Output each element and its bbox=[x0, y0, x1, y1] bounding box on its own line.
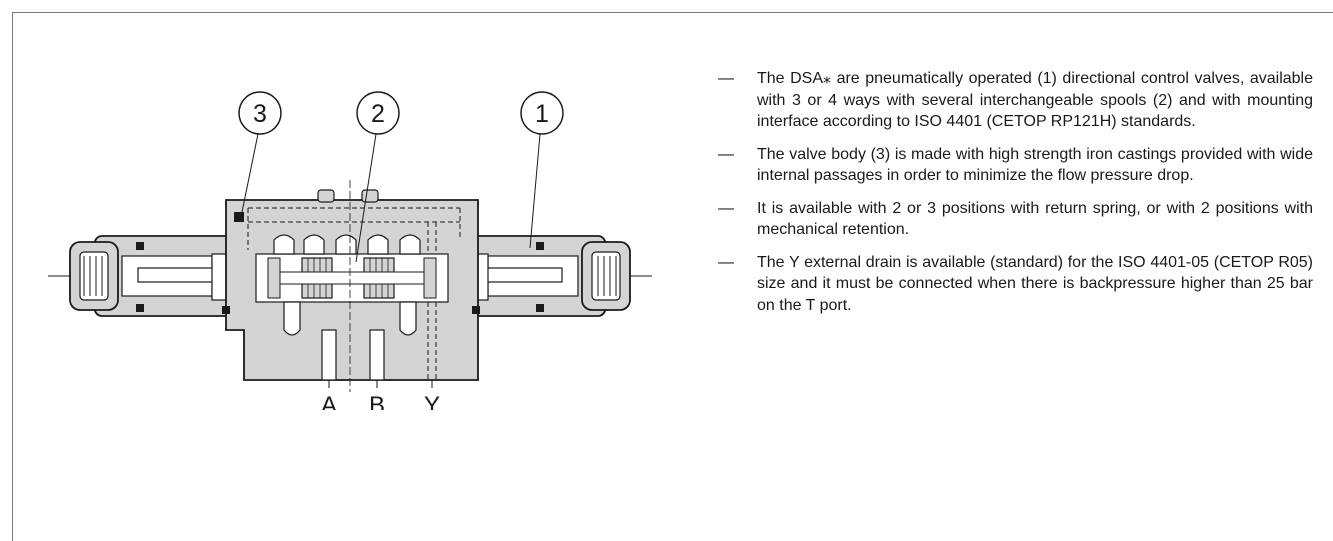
description-text: It is available with 2 or 3 positions wi… bbox=[757, 199, 1313, 239]
valve-cross-section-diagram: 3 2 1 A B Y bbox=[40, 30, 660, 410]
spool bbox=[267, 257, 437, 299]
description-item: — The Y external drain is available (sta… bbox=[718, 252, 1313, 317]
callout-2-circle bbox=[356, 91, 400, 135]
bullet-dash: — bbox=[718, 199, 734, 217]
description-item: — It is available with 2 or 3 positions … bbox=[718, 198, 1313, 241]
callout-1-leader bbox=[529, 133, 541, 249]
bullet-dash: — bbox=[718, 253, 734, 271]
port-a-label: A bbox=[321, 392, 337, 410]
port-y-label: Y bbox=[424, 392, 440, 410]
description-text: The DSA⁎ are pneumatically operated (1) … bbox=[757, 70, 1313, 130]
callout-2-leader bbox=[355, 133, 377, 263]
port-b-passage bbox=[369, 329, 385, 381]
page-frame bbox=[12, 12, 1333, 541]
bullet-dash: — bbox=[718, 145, 734, 163]
description-list: — The DSA⁎ are pneumatically operated (1… bbox=[718, 68, 1313, 327]
description-item: — The DSA⁎ are pneumatically operated (1… bbox=[718, 68, 1313, 133]
callout-3-circle bbox=[238, 91, 282, 135]
description-text: The Y external drain is available (stand… bbox=[757, 253, 1313, 314]
callout-3-label: 3 bbox=[253, 100, 267, 128]
callout-1-label: 1 bbox=[535, 100, 549, 128]
port-a-passage bbox=[321, 329, 337, 381]
description-text: The valve body (3) is made with high str… bbox=[757, 145, 1313, 185]
callout-1-circle bbox=[520, 91, 564, 135]
callout-3-leader bbox=[241, 133, 259, 213]
port-b-label: B bbox=[369, 392, 385, 410]
description-item: — The valve body (3) is made with high s… bbox=[718, 144, 1313, 187]
bullet-dash: — bbox=[718, 70, 734, 87]
callout-2-label: 2 bbox=[371, 100, 385, 128]
